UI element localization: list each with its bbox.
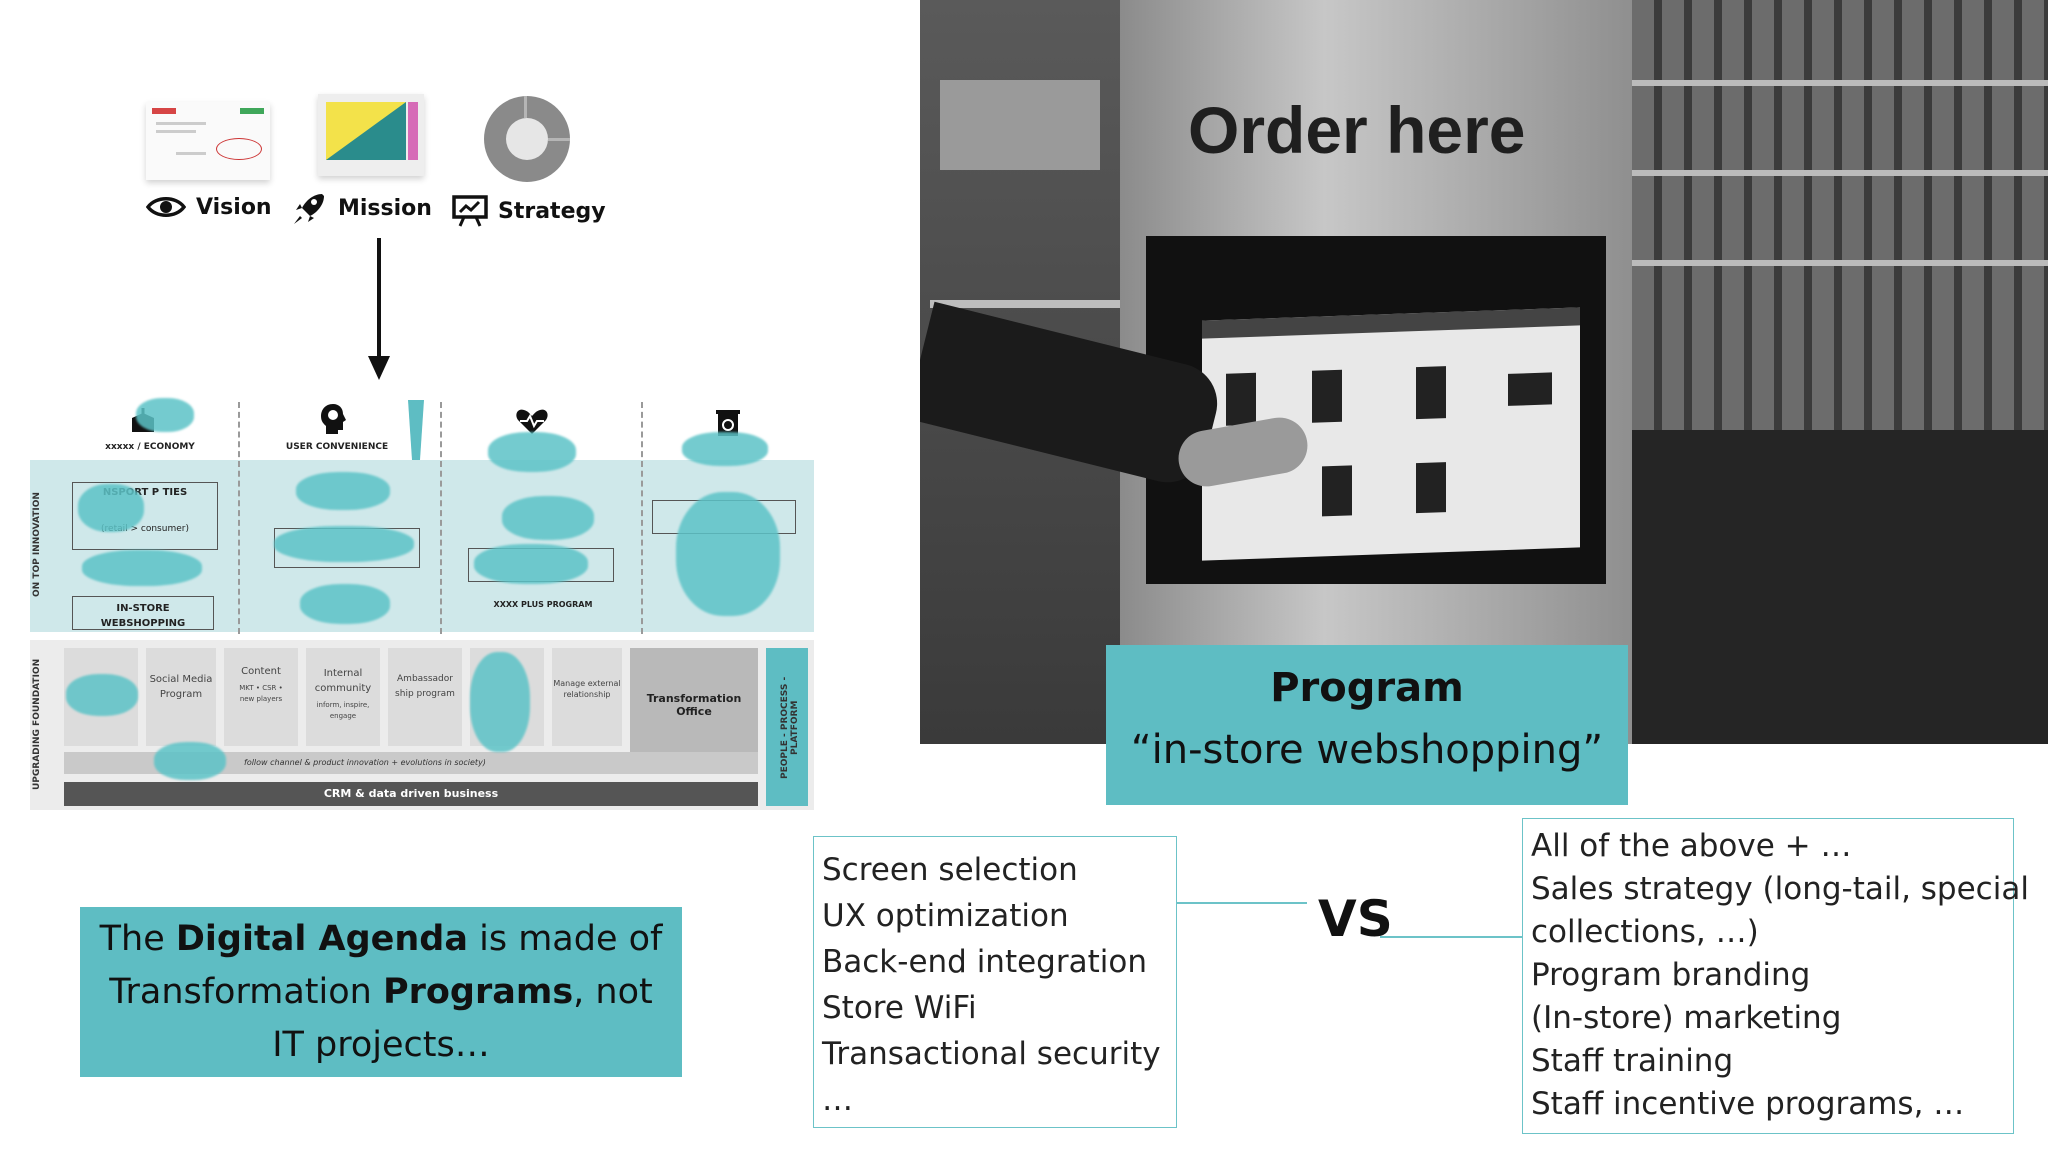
card-internal-community: Internal community inform, inspire, enga… (306, 648, 380, 746)
side-label-bottom: UPGRADING FOUNDATION (32, 658, 42, 790)
program-box: Program “in-store webshopping” (1106, 645, 1628, 805)
it-project-list: Screen selection UX optimization Back-en… (813, 836, 1177, 1128)
redaction-scribble (488, 432, 576, 472)
redaction-scribble (502, 496, 594, 540)
column-header-economy: xxxxx / ECONOMY (105, 442, 195, 452)
digital-agenda-box: The Digital Agenda is made of Transforma… (80, 907, 682, 1077)
strategy-item: Strategy (452, 194, 606, 228)
heart-pulse-icon (516, 409, 548, 434)
agenda-text-part: is made of Transformation (109, 919, 663, 1012)
eye-icon (146, 197, 186, 217)
column-divider (641, 402, 643, 634)
list-item: Staff training (1531, 1043, 1734, 1079)
vision-item: Vision (146, 194, 272, 220)
redaction-scribble (136, 398, 194, 432)
card-content-sub: MKT • CSR • new players (239, 684, 283, 703)
plus-program-label: XXXX PLUS PROGRAM (493, 600, 593, 609)
in-store-webshopping-box: IN-STORE WEBSHOPPING (72, 596, 214, 630)
connector-line (1380, 936, 1522, 938)
card-content-title: Content (241, 666, 281, 677)
redaction-scribble (82, 550, 202, 586)
card-internal-sub: inform, inspire, engage (316, 701, 370, 720)
list-item: collections, …) (1531, 914, 1759, 950)
connector-line (1177, 902, 1307, 904)
vision-label: Vision (196, 194, 272, 220)
redaction-scribble (154, 742, 226, 780)
agenda-bold-digital-agenda: Digital Agenda (175, 919, 468, 959)
column-header-user-convenience: USER CONVENIENCE (285, 442, 389, 452)
column-divider (440, 402, 442, 634)
side-label-top: ON TOP INNOVATION (32, 492, 42, 598)
people-platform-box: PEOPLE - PROCESS - PLATFORM (766, 648, 808, 806)
column-divider (238, 402, 240, 634)
agenda-text-part: , not IT projects… (272, 972, 653, 1065)
mission-item: Mission (292, 190, 432, 226)
redaction-scribble (78, 484, 144, 532)
card-external-relationship: Manage external relationship (552, 648, 622, 746)
transport-box: NSPORT P TIES (retail > consumer) (72, 482, 218, 550)
redaction-scribble (296, 472, 390, 510)
digital-agenda-text: The Digital Agenda is made of Transforma… (96, 913, 666, 1072)
list-item: Store WiFi (822, 990, 977, 1026)
redaction-scribble (300, 584, 390, 624)
redaction-scribble (474, 544, 588, 584)
list-item: Sales strategy (long-tail, special (1531, 871, 2029, 907)
program-list: All of the above + … Sales strategy (lon… (1522, 818, 2029, 1134)
redaction-scribble (470, 652, 530, 752)
redaction-scribble (66, 674, 138, 716)
card-ambassadorship: Ambassador ship program (388, 648, 462, 746)
list-item: Program branding (1531, 957, 1811, 993)
program-title: Program (1270, 665, 1464, 711)
vs-label: VS (1318, 890, 1393, 948)
vision-thumbnail (146, 102, 270, 180)
list-item: Staff incentive programs, … (1531, 1086, 1965, 1122)
people-platform-label: PEOPLE - PROCESS - PLATFORM (780, 676, 800, 780)
card-internal-title: Internal community (314, 668, 372, 694)
head-idea-icon (321, 404, 346, 434)
transport-sub-label: (retail > consumer) (101, 524, 189, 534)
agenda-text-part: The (99, 919, 176, 959)
list-item: UX optimization (822, 898, 1069, 934)
down-arrow (368, 238, 390, 380)
list-item: Back-end integration (822, 944, 1147, 980)
card-social-media: Social Media Program (146, 648, 216, 746)
strategy-label: Strategy (498, 198, 606, 224)
redaction-scribble (274, 526, 414, 562)
presentation-chart-icon (452, 195, 488, 227)
mission-thumbnail (318, 94, 424, 176)
agenda-bold-programs: Programs (382, 972, 574, 1012)
card-content: Content MKT • CSR • new players (224, 648, 298, 746)
rocket-icon (294, 194, 324, 224)
strategy-thumbnail (484, 96, 570, 182)
program-subtitle: “in-store webshopping” (1130, 727, 1604, 773)
redaction-scribble (682, 432, 768, 466)
list-item: (In-store) marketing (1531, 1000, 1842, 1036)
transport-label: NSPORT P TIES (102, 487, 188, 498)
order-here-sign: Order here (1188, 93, 1526, 167)
kiosk-photo: Order here (920, 0, 2048, 744)
list-item: All of the above + … (1531, 828, 1852, 864)
list-item: Screen selection (822, 852, 1078, 888)
list-item: Transactional security (822, 1036, 1161, 1072)
redaction-scribble (676, 492, 780, 616)
crm-bar: CRM & data driven business (64, 782, 758, 806)
follow-bar: follow channel & product innovation + ev… (64, 752, 758, 774)
list-item: … (822, 1082, 853, 1118)
recycle-bin-icon (716, 410, 740, 436)
mission-label: Mission (338, 195, 432, 221)
